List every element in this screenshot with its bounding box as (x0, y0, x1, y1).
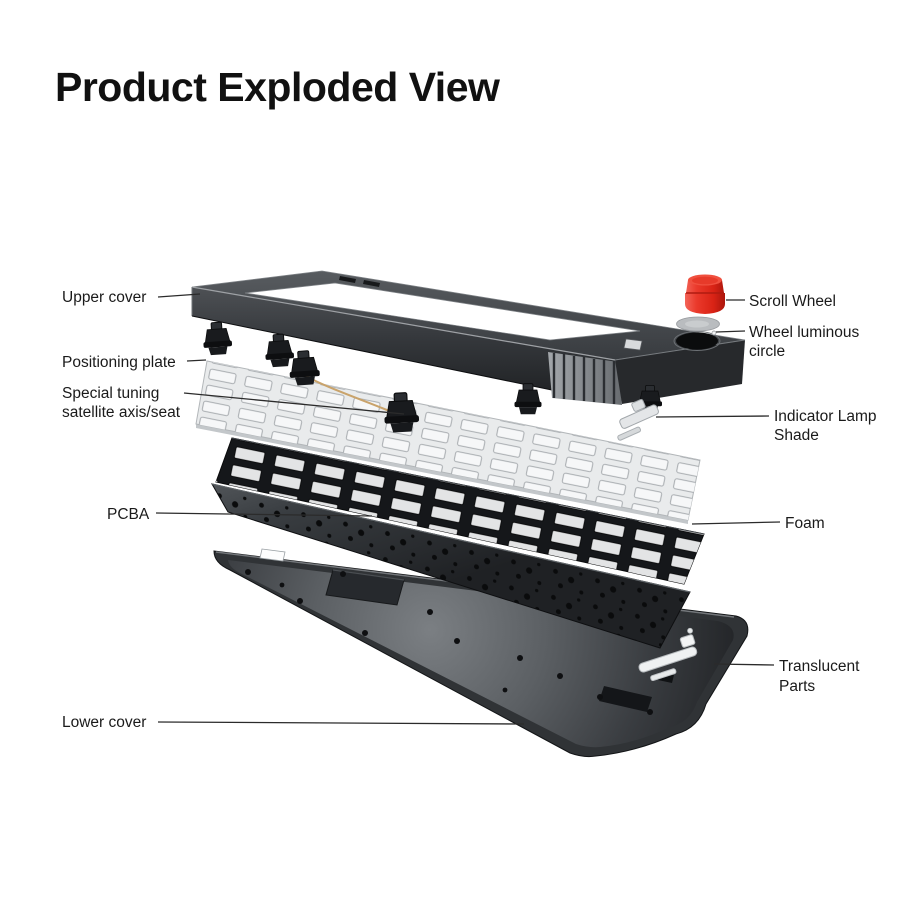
special-tuning-label-line1: Special tuning (62, 385, 159, 402)
foam-label: Foam (785, 515, 825, 532)
wheel-luminous-label-line2: circle (749, 343, 785, 360)
upper-cover-step-cutout (623, 338, 643, 351)
indicator-lamp-leader-line (655, 415, 770, 418)
pcba-part (211, 483, 691, 649)
positioning-plate-leader-line (186, 359, 207, 362)
upper-cover-leader-line (157, 293, 201, 298)
foam-leader-line (691, 521, 781, 525)
page-title: Product Exploded View (55, 64, 500, 110)
pcba-leader-line (155, 512, 373, 517)
translucent-label-line2: Parts (779, 678, 815, 695)
indicator-lamp-shade-part (617, 399, 659, 441)
tray-notch (259, 548, 286, 562)
upper-cover-front-face (192, 287, 620, 404)
upper-cover-slot (363, 280, 380, 287)
tray-port (599, 686, 652, 712)
wheel-luminous-leader-line (715, 330, 746, 333)
wheel-hole (676, 332, 718, 350)
wheel-luminous-circle-part (676, 316, 720, 336)
translucent-leader-line (713, 663, 775, 666)
leader-lines (155, 293, 781, 725)
pcba-label: PCBA (107, 506, 150, 523)
upper-cover-slot (339, 276, 356, 283)
upper-cover-label: Upper cover (62, 289, 146, 306)
translucent-label-line1: Translucent (779, 658, 860, 675)
positioning-plate-label: Positioning plate (62, 354, 176, 371)
lower-cover-leader-line (157, 721, 525, 725)
callout-labels: Upper cover Positioning plate Special tu… (62, 289, 877, 731)
lower-cover-label: Lower cover (62, 714, 146, 731)
special-tuning-label-line2: satellite axis/seat (62, 404, 181, 421)
tray-screw-bosses (245, 569, 653, 715)
upper-cover-part (191, 270, 746, 405)
wheel-luminous-label-line1: Wheel luminous (749, 324, 860, 341)
positioning-plate-part (195, 360, 701, 524)
indicator-lamp-label-line2: Shade (774, 427, 819, 444)
indicator-lamp-label-line1: Indicator Lamp (774, 408, 877, 425)
scroll-wheel-part (685, 274, 725, 314)
scroll-wheel-label: Scroll Wheel (749, 293, 836, 310)
foam-part (215, 437, 705, 585)
special-tuning-leader-line (183, 392, 405, 415)
translucent-parts-part (638, 627, 698, 682)
